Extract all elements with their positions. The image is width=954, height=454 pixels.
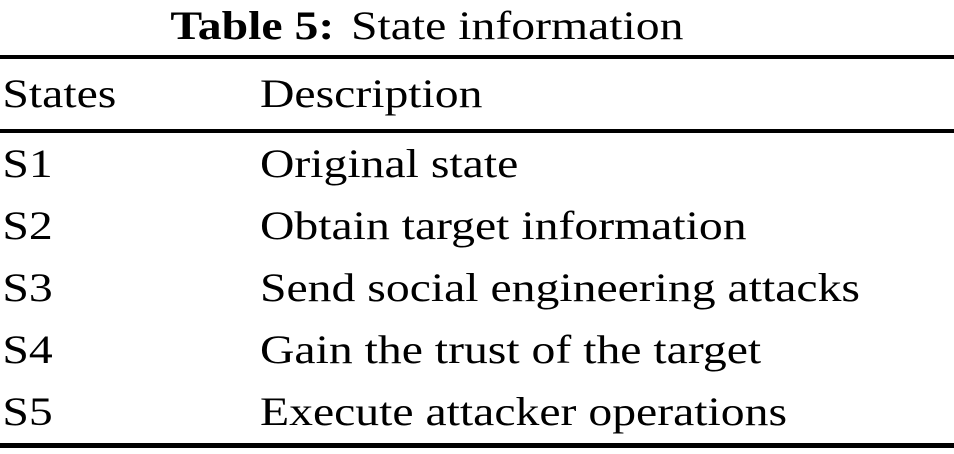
state-cell: S4 [2,327,53,372]
bottom-rule [0,443,954,448]
table-row: S4 Gain the trust of the target [0,319,954,381]
description-cell: Obtain target information [259,203,747,248]
column-header-states: States [2,71,117,116]
description-cell: Gain the trust of the target [259,327,762,372]
table-row: S1 Original state [0,133,954,195]
table-caption-title: State information [350,3,684,48]
table-caption: Table 5: State information [0,0,954,55]
description-cell: Send social engineering attacks [259,265,860,310]
description-cell: Execute attacker operations [259,389,788,434]
state-cell: S1 [2,141,53,186]
state-cell: S5 [2,389,53,434]
header-separator-rule [0,129,954,133]
state-cell: S2 [2,203,53,248]
column-header-description: Description [259,71,483,116]
table-caption-label: Table 5: [170,3,335,48]
state-cell: S3 [2,265,53,310]
table-row: S3 Send social engineering attacks [0,257,954,319]
table-row: S5 Execute attacker operations [0,381,954,443]
table-row: S2 Obtain target information [0,195,954,257]
description-cell: Original state [259,141,519,186]
top-rule [0,55,954,59]
table-header-row: States Description [0,59,954,129]
